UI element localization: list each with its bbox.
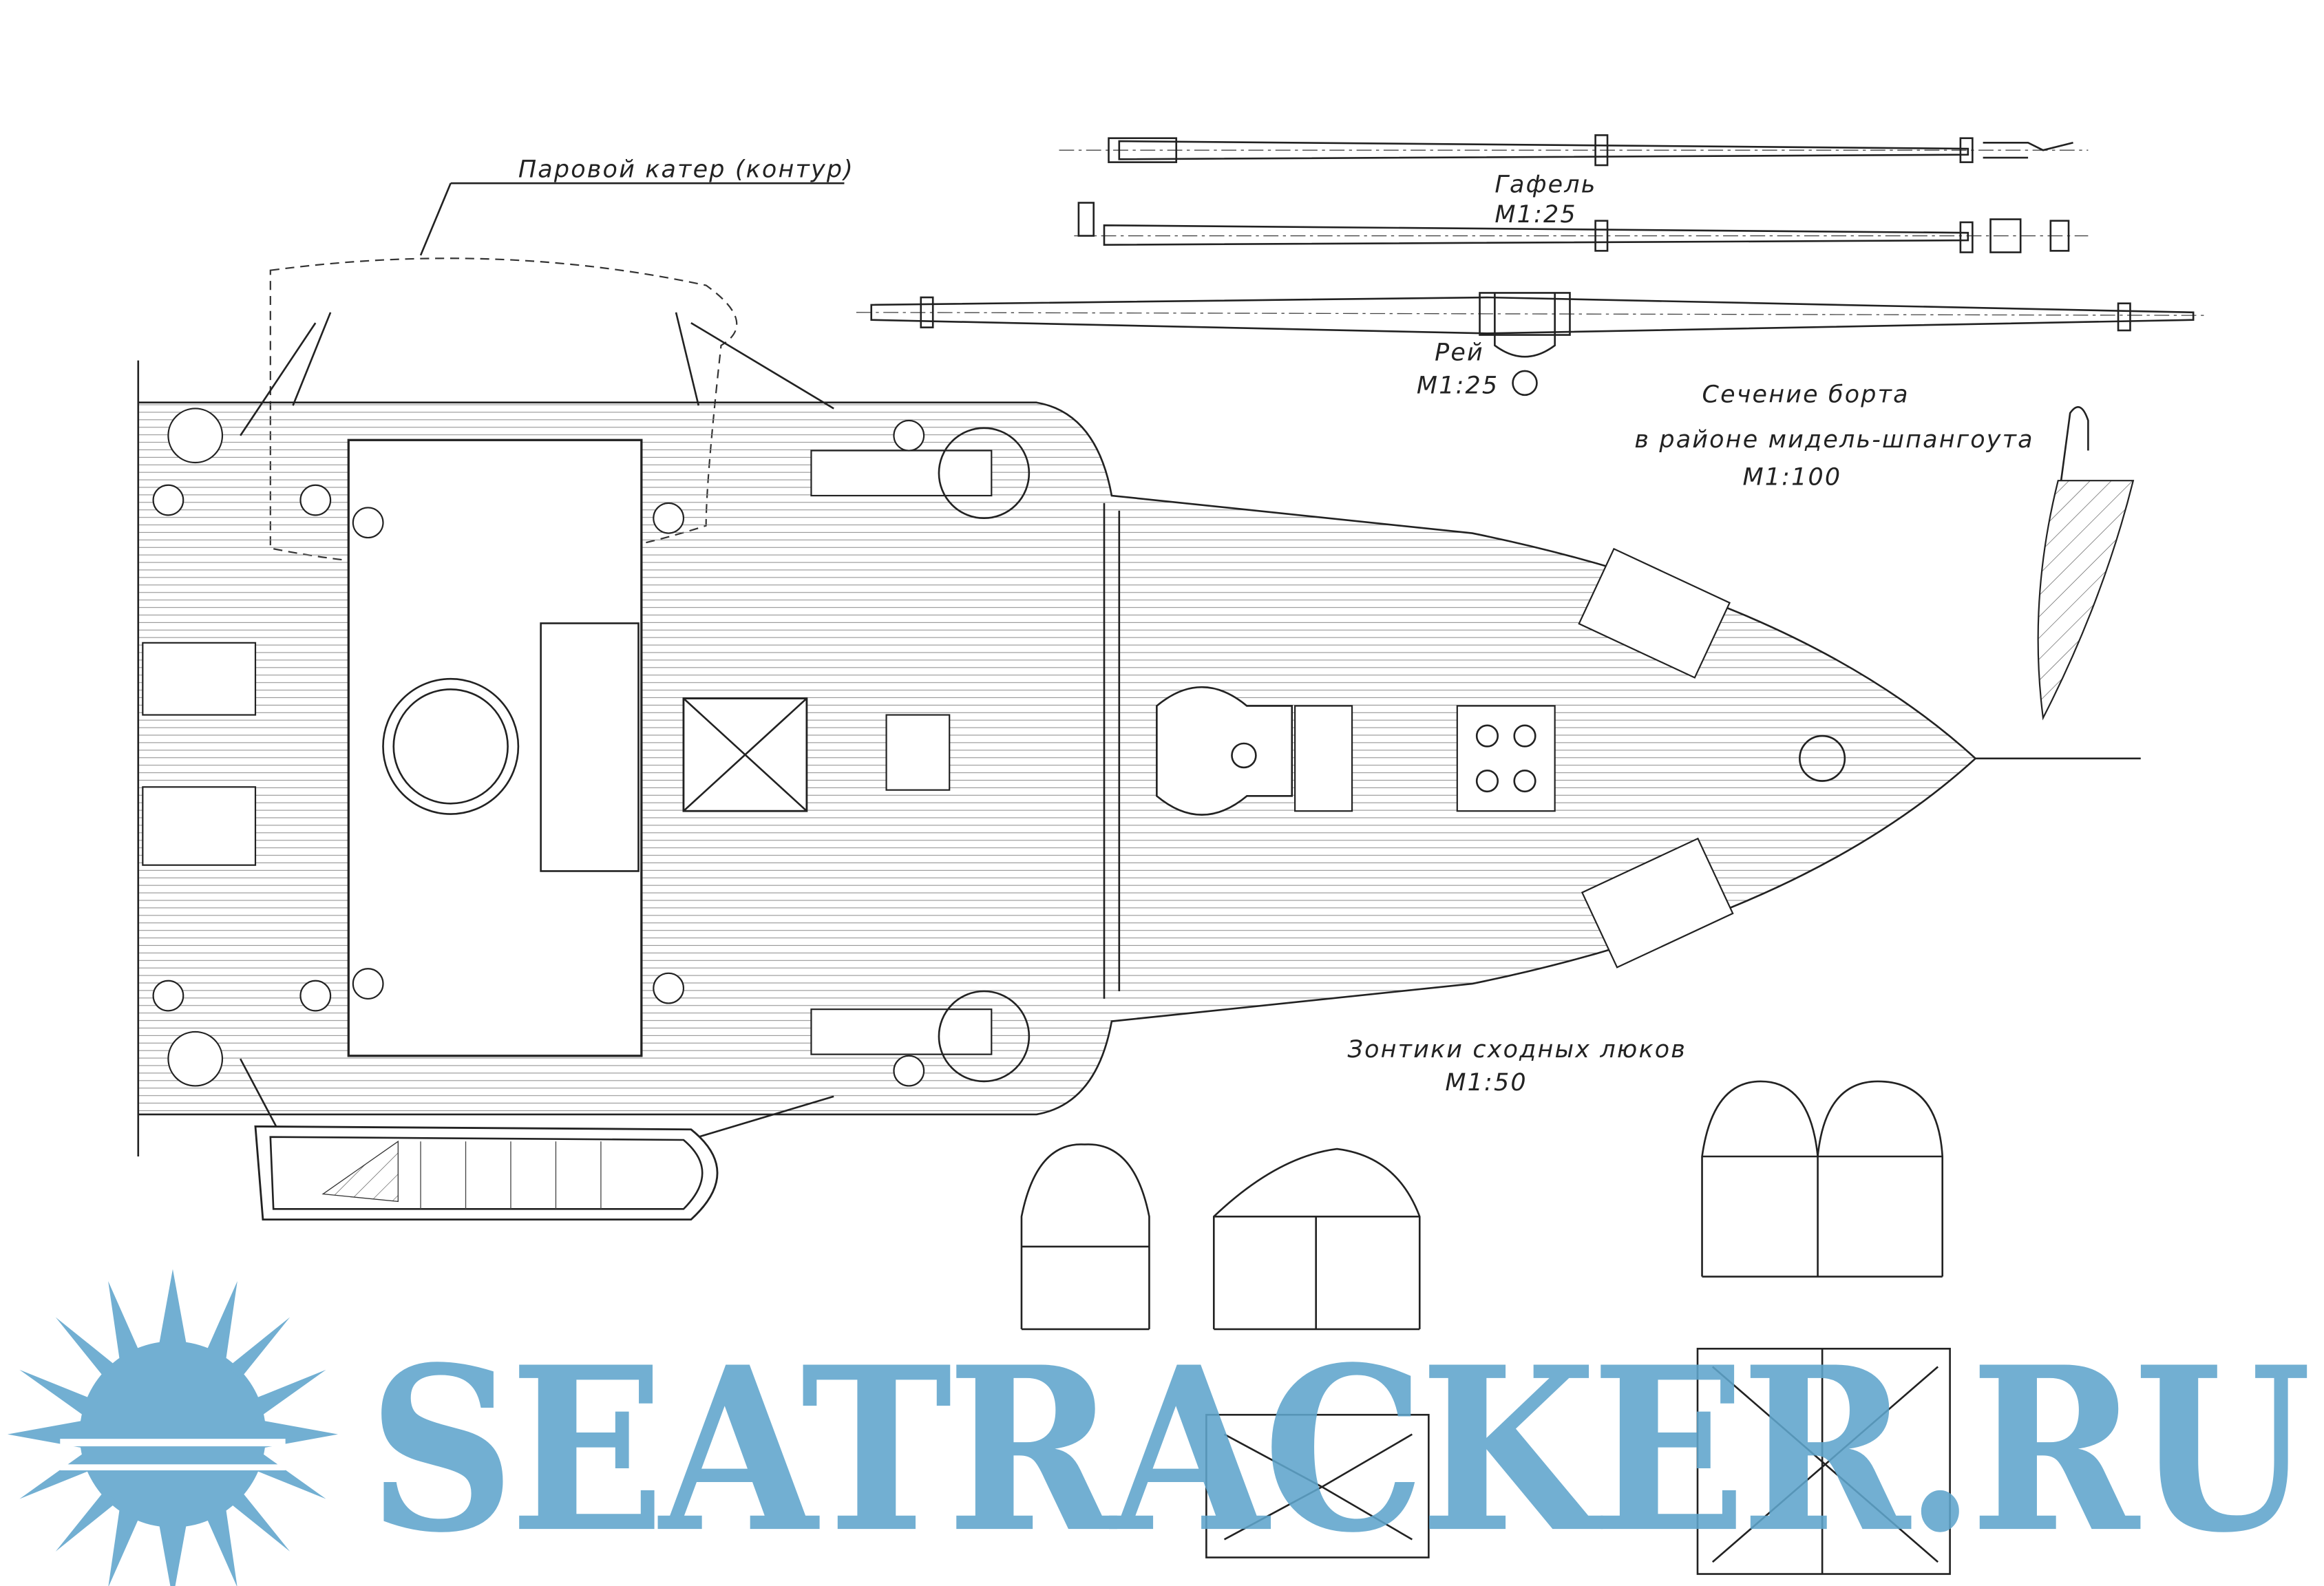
gaff-scale: M1:25 xyxy=(1494,201,1576,229)
watermark-text: SEATRACKER.RU xyxy=(368,1318,2309,1583)
watermark-logo: SEATRACKER.RU xyxy=(7,1269,2315,1586)
sun-icon xyxy=(7,1269,339,1586)
gaff-drawing xyxy=(1059,134,2089,253)
ship-boat xyxy=(254,1125,719,1221)
yard-drawing xyxy=(856,292,2208,396)
steam-boat-outline xyxy=(269,182,845,567)
yard-title: Рей xyxy=(1435,339,1484,367)
side-section-drawing xyxy=(2037,406,2135,721)
hatch-umbrellas-title: Зонтики сходных люков xyxy=(1348,1036,1687,1064)
side-section-subtitle: в районе мидель-шпангоута xyxy=(1634,426,2034,454)
side-section-scale: M1:100 xyxy=(1742,464,1841,491)
gaff-title: Гафель xyxy=(1494,171,1596,198)
side-section-title: Сечение борта xyxy=(1702,381,1910,409)
yard-scale: M1:25 xyxy=(1417,372,1499,400)
steam-boat-label: Паровой катер (контур) xyxy=(518,156,854,183)
hatch-umbrella-drawings xyxy=(1020,1080,1951,1575)
hatch-umbrellas-scale: M1:50 xyxy=(1445,1069,1527,1097)
